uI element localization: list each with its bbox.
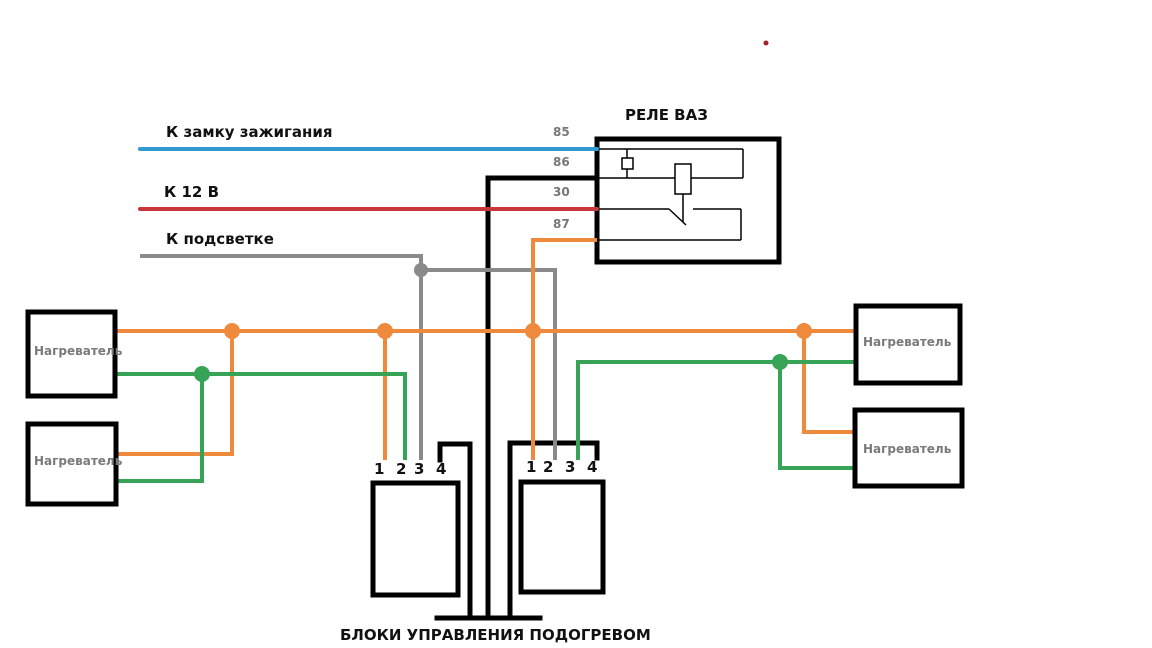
heater-1: Нагреватель xyxy=(25,309,123,399)
relay-internals xyxy=(597,148,744,241)
terminal-3: 3 xyxy=(565,458,575,476)
terminal-4: 4 xyxy=(587,458,597,476)
relay-pin-85: 85 xyxy=(553,125,570,139)
heater-label: Нагреватель xyxy=(863,442,952,456)
green-junctions xyxy=(194,354,788,382)
terminal-2: 2 xyxy=(543,458,553,476)
backlight-wire xyxy=(140,254,557,460)
heater-label: Нагреватель xyxy=(34,454,123,468)
ignition-label: К замку зажигания xyxy=(166,123,333,141)
relay-box xyxy=(594,136,782,265)
terminal-3: 3 xyxy=(414,460,424,478)
heater-3: Нагреватель xyxy=(853,303,963,386)
power12v-label: К 12 В xyxy=(164,183,219,201)
relay-pin-87: 87 xyxy=(553,217,570,231)
green-wires xyxy=(116,360,855,483)
terminal-1: 1 xyxy=(374,460,384,478)
relay-title: РЕЛЕ ВАЗ xyxy=(625,106,708,124)
relay-pin-86: 86 xyxy=(553,155,570,169)
heater-label: Нагреватель xyxy=(34,344,123,358)
terminal-4: 4 xyxy=(436,460,446,478)
control-block-1: 1 2 3 4 xyxy=(370,460,461,598)
heater-4: Нагреватель xyxy=(852,407,965,489)
relay-pin-30: 30 xyxy=(553,185,570,199)
relay: РЕЛЕ ВАЗ 85 86 30 87 xyxy=(553,106,782,265)
heater-2: Нагреватель xyxy=(25,421,123,507)
stray-dot xyxy=(763,40,769,46)
heater-label: Нагреватель xyxy=(863,335,952,349)
orange-junctions xyxy=(224,323,812,339)
backlight-junction xyxy=(414,263,428,277)
terminal-1: 1 xyxy=(526,458,536,476)
terminal-2: 2 xyxy=(396,460,406,478)
control-block-2: 1 2 3 4 xyxy=(518,458,606,595)
backlight-label: К подсветке xyxy=(166,230,274,248)
control-blocks-title: БЛОКИ УПРАВЛЕНИЯ ПОДОГРЕВОМ xyxy=(340,626,651,644)
